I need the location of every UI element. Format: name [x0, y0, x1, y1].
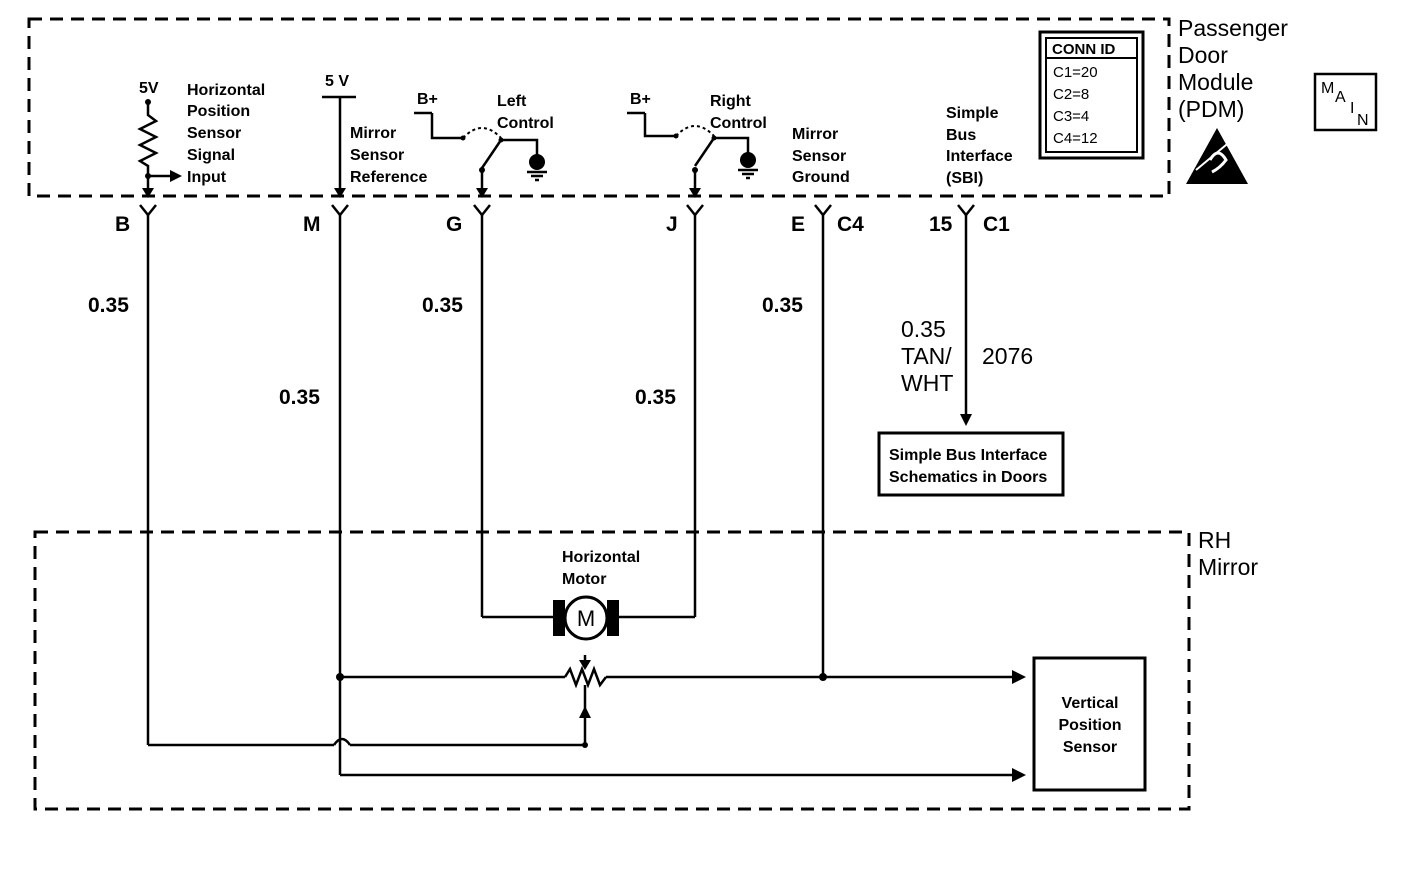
svg-text:Vertical: Vertical: [1062, 695, 1119, 712]
wire-color: WHT: [901, 370, 953, 396]
pdm-boundary: [27, 17, 1171, 198]
svg-text:M: M: [1321, 80, 1334, 97]
pdm-title-line-4: (PDM): [1178, 96, 1244, 122]
potentiometer-icon: [563, 655, 1026, 745]
connector-c4: C4: [837, 213, 864, 236]
supply-label: B+: [630, 91, 651, 108]
svg-text:Motor: Motor: [562, 571, 606, 588]
mirror-reference-circuit: 5 V Mirror Sensor Reference M 0.35: [279, 73, 1026, 782]
wire-gauge: 0.35: [422, 294, 463, 317]
wire-gauge: 0.35: [635, 386, 676, 409]
rh-mirror-boundary: [33, 530, 1191, 811]
sbi-reference-line-2: Schematics in Doors: [889, 469, 1047, 486]
svg-text:Position: Position: [187, 103, 250, 120]
wire-gauge: 0.35: [901, 316, 946, 342]
svg-text:Control: Control: [710, 115, 767, 132]
svg-text:Input: Input: [187, 169, 227, 186]
wire-color: TAN/: [901, 343, 952, 369]
rh-mirror-title-line-1: RH: [1198, 527, 1231, 553]
svg-text:Sensor: Sensor: [1063, 739, 1117, 756]
right-control-circuit: B+ Right Control J 0.35: [619, 91, 767, 619]
pdm-title-line-3: Module: [1178, 69, 1253, 95]
svg-text:Control: Control: [497, 115, 554, 132]
voltage-label: 5 V: [325, 73, 349, 90]
pin-m: M: [303, 213, 321, 236]
pdm-title-line-2: Door: [1178, 42, 1228, 68]
svg-text:Sensor: Sensor: [187, 125, 241, 142]
horizontal-motor: Horizontal Motor M: [553, 549, 640, 641]
svg-text:Signal: Signal: [187, 147, 235, 164]
svg-text:Horizontal: Horizontal: [562, 549, 640, 566]
mirror-ground-circuit: Mirror Sensor Ground E C4 0.35: [762, 126, 864, 681]
svg-text:Position: Position: [1058, 717, 1121, 734]
svg-text:Bus: Bus: [946, 127, 976, 144]
conn-id-header: CONN ID: [1052, 41, 1116, 58]
svg-text:Sensor: Sensor: [792, 148, 846, 165]
vertical-position-sensor: Vertical Position Sensor: [1032, 656, 1147, 792]
svg-text:Interface: Interface: [946, 148, 1013, 165]
svg-text:Right: Right: [710, 93, 752, 110]
svg-text:Mirror: Mirror: [350, 125, 396, 142]
svg-text:Ground: Ground: [792, 169, 850, 186]
pin-e: E: [791, 213, 805, 236]
wire-gauge: 0.35: [88, 294, 129, 317]
pin-j: J: [666, 213, 678, 236]
left-control-circuit: B+ Left Control G 0.35: [414, 91, 554, 619]
esd-warning-icon: [1186, 128, 1248, 184]
pin-g: G: [446, 213, 462, 236]
supply-label: B+: [417, 91, 438, 108]
circuit-number: 2076: [982, 343, 1033, 369]
voltage-label: 5V: [139, 80, 159, 97]
conn-id-row: C2=8: [1053, 86, 1089, 103]
main-badge: M A I N: [1313, 72, 1378, 132]
conn-id-row: C4=12: [1053, 130, 1098, 147]
rh-mirror-title-line-2: Mirror: [1198, 554, 1258, 580]
sbi-circuit: Simple Bus Interface (SBI) 15 C1 0.35 TA…: [877, 105, 1065, 497]
sbi-reference-line-1: Simple Bus Interface: [889, 447, 1047, 464]
conn-id-row: C3=4: [1053, 108, 1089, 125]
conn-id-table: CONN ID C1=20 C2=8 C3=4 C4=12: [1038, 30, 1145, 160]
wire-gauge: 0.35: [762, 294, 803, 317]
svg-text:Reference: Reference: [350, 169, 427, 186]
motor-icon: M: [577, 606, 595, 631]
conn-id-row: C1=20: [1053, 64, 1098, 81]
connector-c1: C1: [983, 213, 1010, 236]
svg-text:Left: Left: [497, 93, 527, 110]
svg-text:I: I: [1350, 100, 1354, 117]
pin-15: 15: [929, 213, 953, 236]
svg-text:N: N: [1357, 112, 1369, 129]
svg-text:(SBI): (SBI): [946, 170, 983, 187]
wire-gauge: 0.35: [279, 386, 320, 409]
svg-text:Horizontal: Horizontal: [187, 82, 265, 99]
svg-text:Mirror: Mirror: [792, 126, 838, 143]
pdm-title-line-1: Passenger: [1178, 15, 1288, 41]
svg-text:Sensor: Sensor: [350, 147, 404, 164]
pin-b: B: [115, 213, 130, 236]
svg-text:Simple: Simple: [946, 105, 999, 122]
svg-text:A: A: [1335, 89, 1346, 106]
horizontal-position-circuit: 5V Horizontal Position Sensor Signal Inp…: [88, 80, 588, 748]
